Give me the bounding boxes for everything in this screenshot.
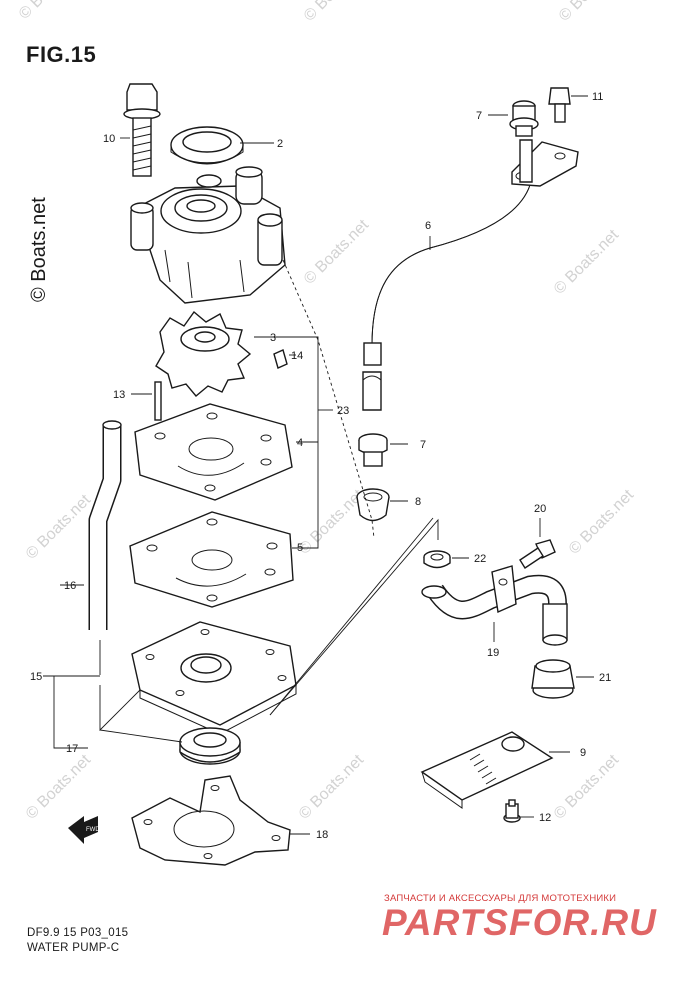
pump-case <box>130 166 286 304</box>
ref-label: 7 <box>476 110 482 122</box>
ref-label: 21 <box>599 672 611 684</box>
watermark: © Boats.net <box>551 751 623 823</box>
ref-label: 19 <box>487 647 499 659</box>
shop-logo[interactable]: PARTSFOR.RU <box>382 902 657 943</box>
ref-label: 10 <box>103 133 115 145</box>
ref-label: 20 <box>534 503 546 515</box>
grommet-8 <box>356 488 390 522</box>
ref-label: 6 <box>425 220 431 232</box>
model-code: DF9.9 15 P03_015 <box>27 927 129 939</box>
grommet-21 <box>531 659 575 699</box>
watermark: © Boats.net <box>23 491 95 563</box>
watermark: © Boats.net <box>301 216 373 288</box>
ref-label: 12 <box>539 812 551 824</box>
ref-label: 13 <box>113 389 125 401</box>
ref-label: 23 <box>337 405 349 417</box>
ring-22 <box>423 550 451 569</box>
key-14 <box>273 349 288 369</box>
case-15 <box>131 621 297 735</box>
impeller-3 <box>155 310 252 397</box>
ref-label: 8 <box>415 496 421 508</box>
ref-label: 9 <box>580 747 586 759</box>
ref-label: 16 <box>64 580 76 592</box>
reference-leaders <box>43 95 594 835</box>
forward-arrow-icon: FWD <box>68 816 100 844</box>
ref-label: 3 <box>270 332 276 344</box>
ref-label: 17 <box>66 743 78 755</box>
ref-label: 14 <box>291 350 303 362</box>
bolt-10 <box>123 83 161 177</box>
gasket-18 <box>131 775 291 866</box>
watermark: © Boats.net <box>301 0 373 25</box>
shop-tagline: ЗАПЧАСТИ И АКСЕССУАРЫ ДЛЯ МОТОТЕХНИКИ <box>384 893 617 904</box>
gasket-5 <box>129 511 294 608</box>
reference-numbers: 2 3 4 5 6 7 7 8 9 10 11 12 13 14 15 16 1… <box>30 91 611 841</box>
ref-label: 18 <box>316 829 328 841</box>
ref-label: 2 <box>277 138 283 150</box>
screw-12 <box>503 799 521 823</box>
grommet-7-mid <box>358 433 388 467</box>
ref-label: 11 <box>592 91 603 103</box>
watermark: © Boats.net <box>16 0 88 23</box>
ref-label: 5 <box>297 542 303 554</box>
plate-4 <box>134 403 293 501</box>
seal-17 <box>179 727 241 765</box>
watermark: © Boats.net <box>296 751 368 823</box>
water-tube-6 <box>362 139 579 411</box>
bracket-9 <box>420 731 554 809</box>
ref-label: 22 <box>474 553 486 565</box>
figure-title: FIG.15 <box>26 42 97 67</box>
ref-label: 7 <box>420 439 426 451</box>
seal-ring-2 <box>170 126 244 165</box>
watermark: © Boats.net <box>23 751 95 823</box>
grommet-7-top <box>509 100 539 137</box>
watermark: © Boats.net <box>556 0 628 25</box>
forward-label: FWD <box>86 827 100 833</box>
bolt-11 <box>548 87 571 123</box>
watermark-layer: © Boats.net © Boats.net © Boats.net © Bo… <box>16 0 638 823</box>
watermark: © Boats.net <box>551 226 623 298</box>
side-watermark: © Boats.net <box>28 197 50 302</box>
diagram-name: WATER PUMP-C <box>27 942 120 954</box>
pipe-19 <box>421 565 568 646</box>
tube-16 <box>88 420 122 630</box>
pin-13 <box>154 381 162 421</box>
ref-label: 4 <box>297 437 303 449</box>
ref-label: 15 <box>30 671 42 683</box>
assembly-lines <box>99 259 439 743</box>
watermark: © Boats.net <box>566 486 638 558</box>
bolt-20 <box>519 539 556 569</box>
